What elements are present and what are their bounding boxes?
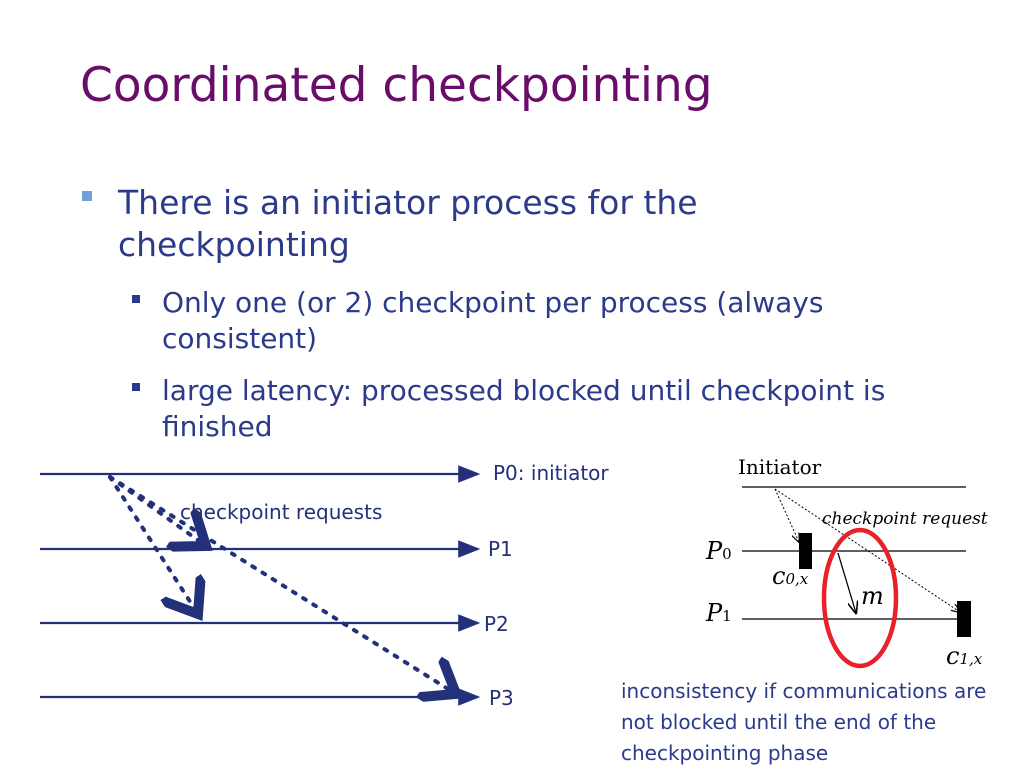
p0-label: P0 bbox=[706, 537, 732, 565]
bullet-square-icon bbox=[82, 191, 92, 201]
inconsistency-caption: inconsistency if communications are not … bbox=[621, 679, 987, 765]
p0-subscript: 0 bbox=[722, 545, 732, 563]
checkpoint-c1-block bbox=[957, 601, 971, 637]
sub-bullet-2-text: large latency: processed blocked until c… bbox=[162, 374, 886, 443]
slide-title: Coordinated checkpointing bbox=[80, 58, 713, 113]
p1-label: P1 bbox=[706, 599, 732, 627]
sub-bullet-1-text: Only one (or 2) checkpoint per process (… bbox=[162, 286, 824, 355]
checkpoint-c0-block bbox=[799, 533, 812, 569]
p0-letter: P bbox=[706, 537, 723, 565]
label-p0: P0: initiator bbox=[493, 461, 609, 485]
c1-subscript: 1,x bbox=[959, 650, 983, 668]
message-m-arrow bbox=[837, 552, 856, 613]
c1-letter: c bbox=[946, 642, 960, 670]
c1x-label: c1,x bbox=[946, 642, 982, 670]
request-arrow-p1 bbox=[108, 475, 206, 546]
label-p3: P3 bbox=[489, 686, 514, 710]
label-p2: P2 bbox=[484, 612, 509, 636]
sub-bullet-square-icon bbox=[132, 295, 140, 303]
initiator-label: Initiator bbox=[738, 455, 822, 479]
bullet-1-text: There is an initiator process for the ch… bbox=[118, 183, 698, 264]
request-to-p0 bbox=[774, 488, 799, 542]
request-arrow-p2 bbox=[108, 475, 198, 614]
highlight-ellipse bbox=[821, 527, 899, 669]
checkpoint-request-label: checkpoint request bbox=[822, 509, 988, 529]
label-p1: P1 bbox=[488, 537, 513, 561]
request-arrow-p3 bbox=[108, 475, 456, 694]
c0-letter: c bbox=[772, 562, 786, 590]
p1-subscript: 1 bbox=[722, 607, 732, 625]
m-label: m bbox=[861, 582, 884, 610]
checkpoint-requests-label: checkpoint requests bbox=[180, 500, 383, 524]
c0x-label: c0,x bbox=[772, 562, 808, 590]
request-to-p1 bbox=[774, 488, 960, 612]
c0-subscript: 0,x bbox=[785, 570, 809, 588]
p1-letter: P bbox=[706, 599, 723, 627]
sub-bullet-square-icon bbox=[132, 383, 140, 391]
